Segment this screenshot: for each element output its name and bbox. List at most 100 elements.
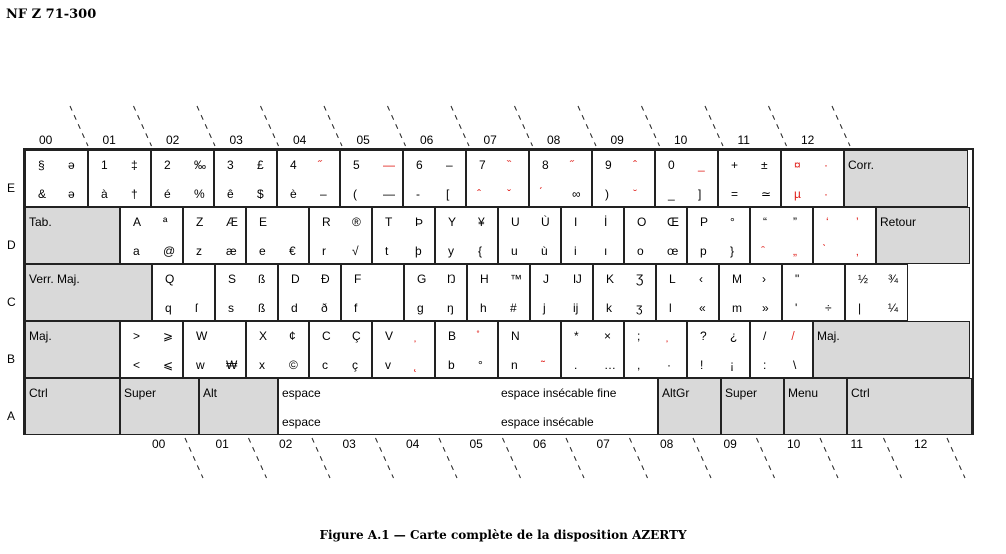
glyph-tl: M xyxy=(732,272,742,286)
bottom-guide-line xyxy=(438,437,458,479)
glyph-tl: A xyxy=(133,215,142,229)
spacebar-top-label: espace xyxy=(282,386,321,400)
key-d04: R®r√ xyxy=(309,207,372,264)
glyph-tl: ; xyxy=(637,329,641,343)
key-b11: /̸:\ xyxy=(750,321,813,378)
glyph-br: ⩽ xyxy=(163,358,174,372)
glyph-tl: E xyxy=(259,215,268,229)
glyph-bl: | xyxy=(858,301,862,315)
bottom-guide-line xyxy=(375,437,394,479)
top-column-label: 10 xyxy=(674,133,688,147)
top-column-label: 00 xyxy=(39,133,53,147)
top-guide-line xyxy=(704,105,724,147)
key-label: Super xyxy=(124,386,157,400)
bottom-column-label: 11 xyxy=(850,437,863,451)
glyph-tr: ” xyxy=(793,215,797,229)
glyph-br: † xyxy=(131,187,138,201)
top-guide-line xyxy=(831,105,851,147)
glyph-bl: j xyxy=(543,301,546,315)
bottom-column-label: 06 xyxy=(533,437,547,451)
glyph-br: ] xyxy=(698,187,702,201)
glyph-tr: ⩾ xyxy=(163,329,174,343)
glyph-br: $ xyxy=(257,187,264,201)
top-column-label: 11 xyxy=(737,133,750,147)
glyph-br: ¼ xyxy=(888,301,899,315)
glyph-tl: " xyxy=(795,272,800,286)
glyph-br: ŋ xyxy=(447,301,454,315)
glyph-tl: W xyxy=(196,329,208,343)
key-d12: ‘’̀‚ xyxy=(813,207,876,264)
key-label: Super xyxy=(725,386,758,400)
bottom-column-label: 03 xyxy=(342,437,356,451)
keyboard-map: §ə&ə1‡à†2‰é%3£ê$4̋è–5—(—6–-[7̏̂̌8̋́∞9̂)̆… xyxy=(23,148,974,435)
glyph-br: ÷ xyxy=(825,301,832,315)
bottom-column-label: 00 xyxy=(152,437,166,451)
glyph-tl: S xyxy=(228,272,237,286)
key-e12: ¤·µ· xyxy=(781,150,844,207)
glyph-tr: ª xyxy=(163,215,168,229)
row-label-e: E xyxy=(7,181,16,195)
key-label: AltGr xyxy=(662,386,690,400)
glyph-tr: Æ xyxy=(226,215,238,229)
glyph-tr: ß xyxy=(258,272,266,286)
key-a05: Super xyxy=(721,378,784,435)
glyph-bl: a xyxy=(133,244,140,258)
glyph-bl: p xyxy=(700,244,707,258)
glyph-br: „ xyxy=(793,244,797,258)
key-b07: Nñ xyxy=(498,321,561,378)
glyph-bl: à xyxy=(101,187,108,201)
top-guide-line xyxy=(387,105,406,147)
key-b10: ?¿!¡ xyxy=(687,321,750,378)
key-c11: " ' ÷ xyxy=(782,264,845,321)
glyph-bl: < xyxy=(133,358,141,372)
glyph-tr: ¥ xyxy=(478,215,485,229)
key-e00: §ə&ə xyxy=(25,150,88,207)
glyph-bl: m xyxy=(732,301,742,315)
glyph-tl: 7 xyxy=(479,158,486,172)
glyph-tr: Ĳ xyxy=(573,272,582,286)
glyph-bl: - xyxy=(416,187,420,201)
bottom-guide-line xyxy=(565,437,585,479)
glyph-br: { xyxy=(478,244,483,258)
top-guide-line xyxy=(323,105,343,147)
glyph-tr: ə xyxy=(68,158,75,172)
glyph-br: ù xyxy=(541,244,548,258)
glyph-tr: Ù xyxy=(541,215,550,229)
key-a04: AltGr xyxy=(658,378,721,435)
spacebar-bottomright-label: espace insécable xyxy=(501,415,594,429)
glyph-br: œ xyxy=(667,244,679,258)
bottom-column-label: 12 xyxy=(914,437,928,451)
glyph-tl: Q xyxy=(165,272,175,286)
bottom-guide-line xyxy=(311,437,331,479)
key-b03: X¢x© xyxy=(246,321,309,378)
glyph-tl: T xyxy=(385,215,393,229)
glyph-tl: X xyxy=(259,329,268,343)
glyph-br: · xyxy=(667,358,671,372)
key-e10: 0__] xyxy=(655,150,718,207)
glyph-tl: 6 xyxy=(416,158,423,172)
glyph-tl: 2 xyxy=(164,158,171,172)
glyph-bl: w xyxy=(196,358,205,372)
glyph-br: ≃ xyxy=(761,187,772,201)
glyph-bl: µ xyxy=(794,187,801,201)
glyph-bl: s xyxy=(228,301,234,315)
bottom-guide-line xyxy=(502,437,521,479)
key-b00: Maj. xyxy=(25,321,120,378)
bottom-column-label: 02 xyxy=(279,437,293,451)
glyph-bl: = xyxy=(731,187,739,201)
glyph-br: © xyxy=(289,358,298,372)
top-guide-line xyxy=(641,105,660,147)
glyph-tr: ‹ xyxy=(699,272,703,286)
row-label-d: D xyxy=(7,238,16,252)
glyph-tl: C xyxy=(322,329,331,343)
top-guide-line xyxy=(69,105,89,147)
glyph-bl: z xyxy=(196,244,202,258)
top-guide-line xyxy=(577,105,597,147)
glyph-bl: ' xyxy=(795,301,798,315)
bottom-column-label: 09 xyxy=(723,437,737,451)
key-label: Menu xyxy=(788,386,819,400)
